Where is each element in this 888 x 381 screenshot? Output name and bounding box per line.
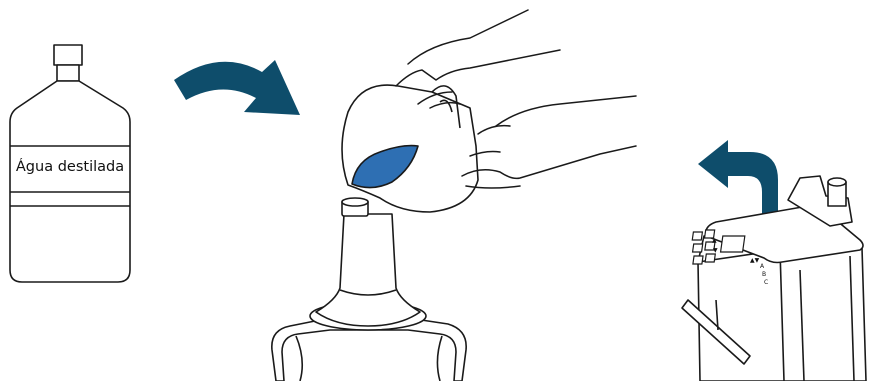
bottle-cap <box>54 45 82 65</box>
panel-button <box>692 232 702 240</box>
panel-mark: B <box>762 271 766 278</box>
panel-button <box>705 254 715 262</box>
curved-arrow-right-icon <box>174 60 300 115</box>
panel-mark: ▲▼ <box>750 257 760 264</box>
panel-display <box>721 236 745 252</box>
bottle-neck <box>57 65 79 81</box>
panel-mark: ▲ <box>712 237 717 244</box>
panel-mark: C <box>764 279 768 286</box>
bottle-label: Água destilada <box>16 159 124 175</box>
water-reservoir <box>310 198 426 330</box>
panel-mark: ▼ <box>713 247 718 254</box>
panel-button <box>693 244 703 252</box>
panel-button <box>693 256 703 264</box>
